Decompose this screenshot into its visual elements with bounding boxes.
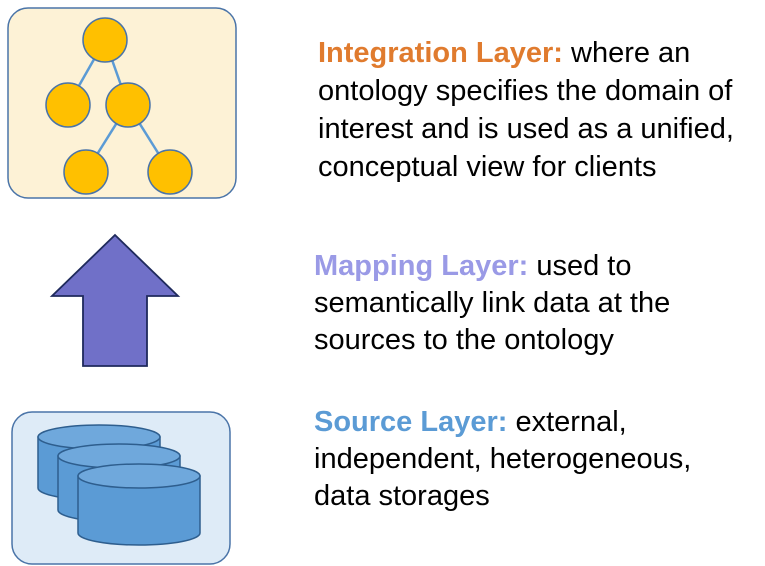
mapping-layer-description: used to semantically link data at the so…	[314, 250, 671, 356]
ontology-node	[147, 149, 193, 195]
mapping-layer-title: Mapping Layer:	[314, 250, 529, 282]
source-layer-text: Source Layer: external, independent, het…	[314, 404, 734, 515]
integration-layer-text: Integration Layer: where an ontology spe…	[318, 34, 763, 186]
ontology-node	[45, 82, 91, 128]
source-layer-title: Source Layer:	[314, 406, 508, 438]
integration-layer-description: where an ontology specifies the domain o…	[318, 37, 734, 183]
source-layer-description: external, independent, heterogeneous, da…	[314, 406, 692, 512]
database-stack-icon	[37, 424, 201, 546]
ontology-node-root	[82, 17, 128, 63]
up-arrow-icon	[49, 233, 181, 367]
ontology-tree-icon	[45, 17, 193, 195]
ontology-node	[105, 82, 151, 128]
ontology-node	[63, 149, 109, 195]
mapping-layer-text: Mapping Layer: used to semantically link…	[314, 248, 734, 359]
database-icon	[77, 463, 201, 546]
integration-layer-title: Integration Layer:	[318, 37, 563, 69]
